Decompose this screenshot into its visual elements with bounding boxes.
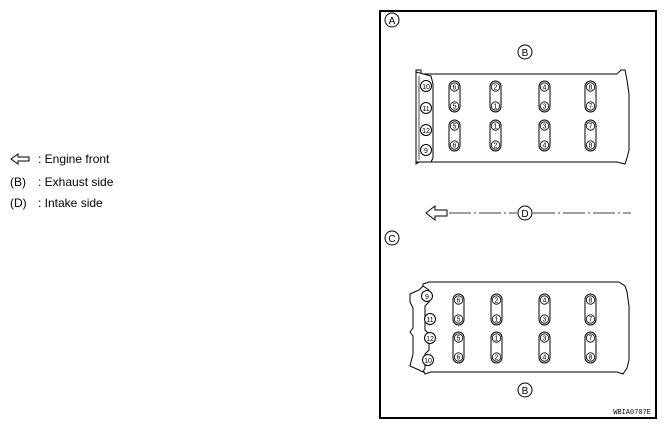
bolt-label: 9 xyxy=(424,148,428,155)
bottom-cylinder-head: 9 11 12 10 6 2 4 8 5 1 3 7 5 xyxy=(409,281,630,375)
bolt-label: 4 xyxy=(543,355,547,362)
top-cylinder-head: 10 11 12 9 6 2 4 8 5 1 3 7 5 xyxy=(415,69,630,165)
bolt-label: 7 xyxy=(589,104,593,111)
legend-text: : Engine front xyxy=(38,152,110,166)
top-side-bolts: 10 11 12 9 xyxy=(420,80,432,156)
engine-front-arrow-icon xyxy=(425,204,448,222)
legend-key: (B) xyxy=(10,175,26,189)
engine-front-arrow-line: D xyxy=(425,204,631,222)
bolt-label: 5 xyxy=(457,317,461,324)
cylinder-head-diagram: A B 10 11 12 9 6 xyxy=(384,12,651,417)
bolt-label: 4 xyxy=(543,85,547,92)
bolt-label: 1 xyxy=(494,124,498,131)
bolt-label: 6 xyxy=(453,143,457,150)
bottom-side-bolts: 9 11 12 10 xyxy=(421,290,436,366)
label-c-text: C xyxy=(388,234,395,245)
figure-code: WBIA0707E xyxy=(613,409,651,417)
top-bolt-numbers: 6 2 4 8 5 1 3 7 5 1 3 7 6 2 4 8 xyxy=(449,82,596,150)
bolt-label: 11 xyxy=(422,106,429,113)
bolt-label: 3 xyxy=(543,104,547,111)
bolt-label: 10 xyxy=(422,84,430,91)
bolt-label: 2 xyxy=(495,355,499,362)
bottom-bolt-numbers: 6 2 4 8 5 1 3 7 5 1 3 7 6 2 4 8 xyxy=(453,295,596,362)
bolt-label: 8 xyxy=(589,298,593,305)
bolt-label: 7 xyxy=(589,124,593,131)
bolt-label: 5 xyxy=(453,124,457,131)
label-c: C xyxy=(384,230,400,246)
bolt-label: 4 xyxy=(543,298,547,305)
bolt-label: 6 xyxy=(457,298,461,305)
legend-text: : Intake side xyxy=(38,196,103,210)
bolt-label: 1 xyxy=(495,317,499,324)
bolt-label: 6 xyxy=(453,85,457,92)
bolt-label: 8 xyxy=(589,143,593,150)
bolt-label: 8 xyxy=(589,355,593,362)
bolt-label: 3 xyxy=(543,124,547,131)
label-d-text: D xyxy=(521,209,528,220)
label-b-top-text: B xyxy=(522,48,529,59)
bolt-label: 5 xyxy=(453,104,457,111)
label-b-bottom-text: B xyxy=(522,386,529,397)
bolt-label: 12 xyxy=(422,128,430,135)
bolt-label: 2 xyxy=(494,85,498,92)
bolt-label: 5 xyxy=(457,336,461,343)
diagram-frame xyxy=(379,10,657,419)
label-b-top: B xyxy=(517,44,533,60)
bolt-label: 2 xyxy=(494,143,498,150)
bolt-label: 3 xyxy=(543,336,547,343)
legend-key: (D) xyxy=(10,196,27,210)
bolt-label: 3 xyxy=(543,317,547,324)
bolt-label: 11 xyxy=(426,317,433,324)
label-b-bottom: B xyxy=(517,382,533,398)
label-a-text: A xyxy=(389,16,396,27)
legend-text: : Exhaust side xyxy=(38,175,114,189)
bolt-label: 12 xyxy=(426,336,434,343)
label-a: A xyxy=(384,12,400,28)
bolt-label: 6 xyxy=(457,355,461,362)
bolt-label: 10 xyxy=(424,358,432,365)
bolt-label: 1 xyxy=(494,104,498,111)
bolt-label: 7 xyxy=(589,336,593,343)
bolt-label: 2 xyxy=(495,298,499,305)
bolt-label: 8 xyxy=(589,85,593,92)
bolt-label: 9 xyxy=(425,294,429,301)
bolt-label: 7 xyxy=(589,317,593,324)
bolt-label: 1 xyxy=(495,336,499,343)
bolt-label: 4 xyxy=(543,143,547,150)
